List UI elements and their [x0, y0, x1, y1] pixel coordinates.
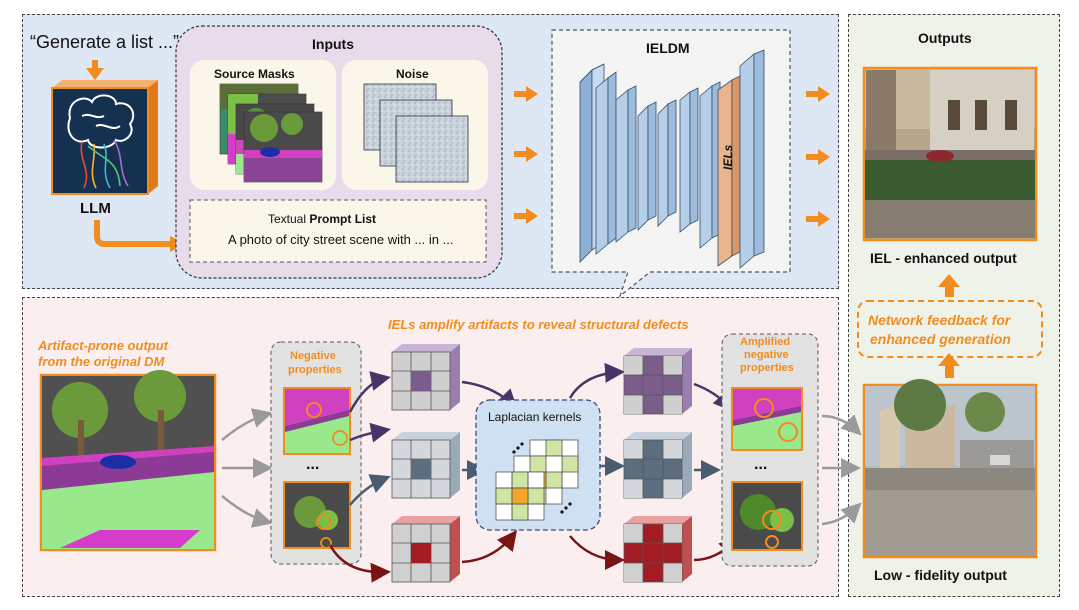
enhanced-output-image	[862, 66, 1038, 242]
prompt-title-textual: Textual	[268, 212, 307, 226]
source-mask-stack	[219, 83, 323, 183]
laplacian-to-kernel-arrows	[568, 362, 625, 570]
noise-label: Noise	[396, 67, 429, 81]
kernel-purple-left	[391, 344, 460, 411]
amplified-label-line-1: Amplified	[740, 336, 791, 348]
amplified-to-output-arrows	[821, 414, 862, 526]
feedback-line-2: enhanced generation	[870, 331, 1011, 347]
noise-stack	[363, 83, 469, 183]
negative-label-line-2: properties	[288, 364, 342, 376]
outputs-title: Outputs	[918, 30, 972, 46]
ieldm-layers	[579, 49, 765, 269]
artifact-prone-image	[39, 370, 217, 552]
kernel-slate-left	[391, 432, 460, 499]
llm-to-prompt-arrow	[94, 220, 186, 252]
feedback-up-arrow	[938, 353, 960, 378]
prompt-title-rest: Prompt List	[306, 212, 377, 226]
artifact-label-line-2: from the original DM	[38, 354, 165, 369]
source-masks-label: Source Masks	[214, 67, 295, 81]
kernel-slate-right	[623, 432, 692, 499]
amplified-crop-bottom	[731, 481, 803, 551]
enhanced-output-label: IEL - enhanced output	[870, 250, 1017, 266]
inputs-to-ieldm-arrows	[514, 86, 538, 224]
inputs-title: Inputs	[312, 36, 354, 52]
negative-to-kernel-arrows	[328, 371, 391, 583]
artifact-label-line-1: Artifact-prone output	[38, 338, 168, 353]
low-fidelity-output-image	[862, 379, 1038, 559]
low-fidelity-label: Low - fidelity output	[874, 567, 1007, 583]
negative-crop-top	[283, 387, 351, 455]
kernel-red-left	[391, 516, 460, 583]
kernel-purple-right	[623, 348, 692, 415]
ieldm-title: IELDM	[646, 40, 690, 56]
laplacian-grids	[495, 439, 579, 521]
feedback-box	[857, 300, 1043, 358]
laplacian-label: Laplacian kernels	[488, 410, 582, 424]
bottom-headline: IELs amplify artifacts to reveal structu…	[388, 317, 689, 332]
amplified-crop-top	[731, 387, 803, 451]
prompt-list-text: A photo of city street scene with ... in…	[228, 232, 454, 247]
iels-label: IELs	[721, 144, 735, 170]
llm-label: LLM	[80, 200, 111, 217]
generate-arrow	[86, 60, 104, 80]
feedback-line-1: Network feedback for	[868, 312, 1011, 328]
amplified-label-line-3: properties	[740, 362, 794, 374]
llm-cube-icon	[51, 80, 158, 195]
negative-ellipsis: ...	[306, 456, 320, 473]
enhance-up-arrow	[938, 274, 960, 297]
amplified-label-line-2: negative	[744, 349, 789, 361]
negative-crop-bottom	[283, 481, 351, 549]
ieldm-to-output-arrows	[806, 86, 830, 227]
generate-prompt-text: “Generate a list ...”	[30, 32, 180, 52]
artifact-to-negative-arrows	[221, 408, 273, 528]
kernel-red-right	[623, 516, 692, 583]
prompt-list-title: Textual Prompt List	[268, 212, 376, 226]
prompt-list-box	[189, 199, 487, 263]
amplified-ellipsis: ...	[754, 456, 768, 473]
negative-label-line-1: Negative	[290, 350, 336, 362]
